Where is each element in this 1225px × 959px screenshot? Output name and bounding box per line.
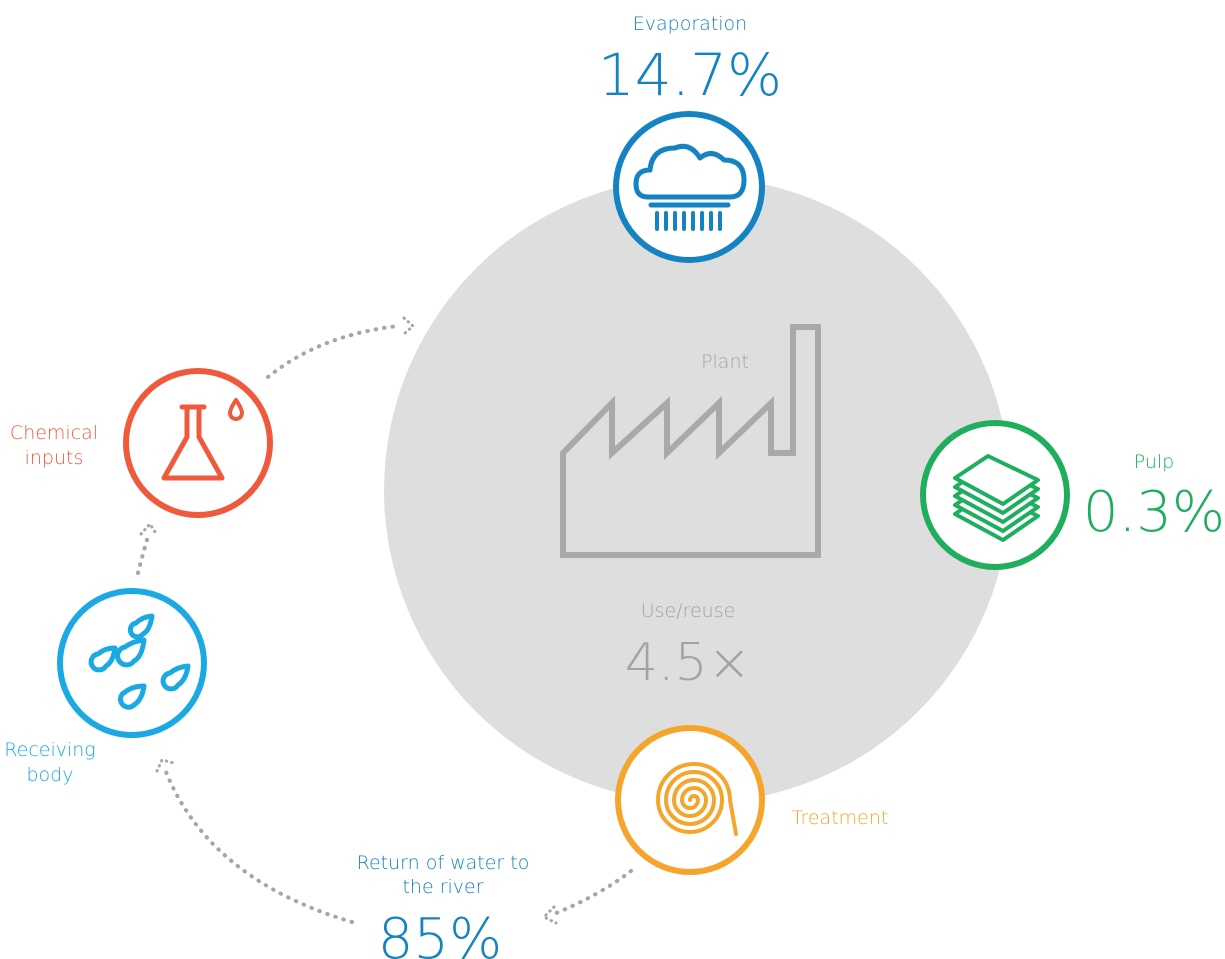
chemical-inputs-label-line1: Chemical: [10, 422, 98, 444]
spiral-icon: [655, 762, 738, 836]
use-reuse-value: 4.5×: [625, 633, 751, 693]
factory-icon: [560, 324, 821, 558]
plant-label: Plant: [701, 351, 749, 373]
chemical-inputs-label-line2: inputs: [25, 447, 84, 469]
arrow-treatment-to-return: [552, 869, 633, 916]
treatment-node: Treatment: [615, 725, 889, 875]
pulp-value: 0.3%: [1083, 480, 1225, 545]
arrow-return-to-receiving: [164, 770, 354, 924]
plant-circle: [384, 177, 1010, 803]
arrow-head-return-to-receiving: [155, 758, 176, 773]
arrow-head-chemical-to-plant: [402, 316, 416, 336]
receiving-body-label-line2: body: [27, 764, 74, 786]
return-water-label-line2: the river: [402, 876, 483, 898]
evaporation-node: Evaporation 14.7%: [598, 13, 782, 263]
return-water-label-line1: Return of water to: [357, 852, 530, 874]
evaporation-value: 14.7%: [598, 41, 782, 109]
use-reuse-label: Use/reuse: [641, 600, 736, 622]
receiving-body-node: Receiving body: [4, 588, 207, 786]
return-water-group: Return of water to the river 85%: [357, 852, 530, 959]
pulp-node: Pulp 0.3%: [920, 420, 1225, 570]
paper-stack-icon: [953, 454, 1040, 542]
return-water-value: 85%: [378, 907, 502, 959]
receiving-body-label-line1: Receiving: [4, 739, 95, 761]
arrow-head-receiving-to-chemical: [139, 521, 159, 537]
flow-arrows: [136, 316, 633, 925]
arrow-chemical-to-plant: [266, 324, 400, 379]
flask-icon: [161, 398, 244, 481]
rain-cloud-icon: [633, 143, 747, 231]
water-drops-icon: [88, 613, 191, 710]
treatment-label: Treatment: [792, 807, 889, 829]
pulp-label: Pulp: [1134, 451, 1175, 473]
arrow-receiving-to-chemical: [136, 531, 151, 575]
chemical-inputs-node: Chemical inputs: [10, 368, 273, 518]
evaporation-label: Evaporation: [633, 13, 747, 35]
arrow-head-treatment-to-return: [541, 905, 558, 925]
